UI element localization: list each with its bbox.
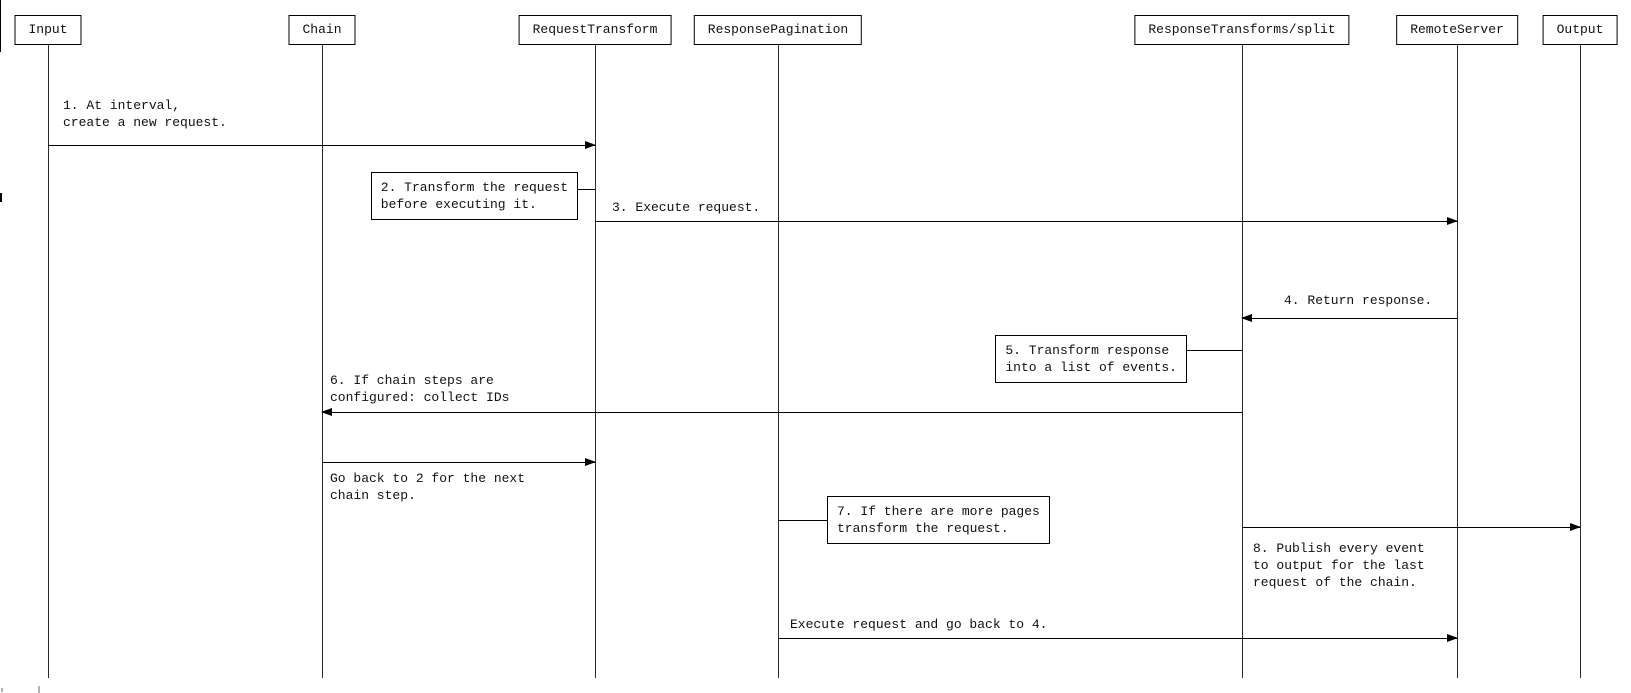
lifeline-request-transform [595, 45, 596, 678]
lifeline-remote-server [1457, 45, 1458, 678]
note-step5: 5. Transform response into a list of eve… [995, 335, 1187, 383]
bottom-edge-fragment-1 [1, 688, 3, 692]
actor-chain: Chain [288, 15, 356, 45]
label-go-back: Go back to 2 for the next chain step. [330, 471, 526, 503]
lifeline-output [1580, 45, 1581, 678]
actor-remote-server: RemoteServer [1396, 15, 1518, 45]
actor-response-pagination: ResponsePagination [693, 15, 863, 45]
bottom-edge-fragment-2 [38, 686, 40, 693]
label-step6: 6. If chain steps are configured: collec… [330, 373, 510, 405]
lifeline-input [48, 45, 49, 678]
note-step5-connector [1187, 350, 1242, 351]
actor-output: Output [1542, 15, 1618, 45]
lifeline-response-pagination [778, 45, 779, 678]
arrow-step8 [1242, 523, 1581, 531]
arrow-step4 [1241, 314, 1457, 322]
arrow-go-back [322, 458, 596, 466]
note-step7: 7. If there are more pages transform the… [827, 496, 1050, 544]
label-step1: 1. At interval, create a new request. [63, 98, 227, 130]
label-execute-again: Execute request and go back to 4. [790, 617, 1048, 632]
lifeline-chain [322, 45, 323, 678]
arrow-step3 [595, 217, 1458, 225]
lifeline-response-transforms-split [1242, 45, 1243, 678]
note-step2: 2. Transform the request before executin… [370, 172, 578, 220]
left-edge-tick [0, 193, 2, 202]
note-step7-connector [778, 520, 827, 521]
arrow-execute-again [778, 634, 1458, 642]
actor-input: Input [14, 15, 82, 45]
left-edge-line [0, 0, 1, 52]
arrow-step1 [48, 141, 596, 149]
label-step4: 4. Return response. [1284, 293, 1433, 308]
label-step8: 8. Publish every event to output for the… [1253, 541, 1425, 590]
arrow-step6 [321, 408, 1242, 416]
label-step3: 3. Execute request. [612, 200, 761, 215]
note-step2-connector [578, 189, 595, 190]
actor-request-transform: RequestTransform [518, 15, 672, 45]
actor-response-transforms-split: ResponseTransforms/split [1134, 15, 1350, 45]
